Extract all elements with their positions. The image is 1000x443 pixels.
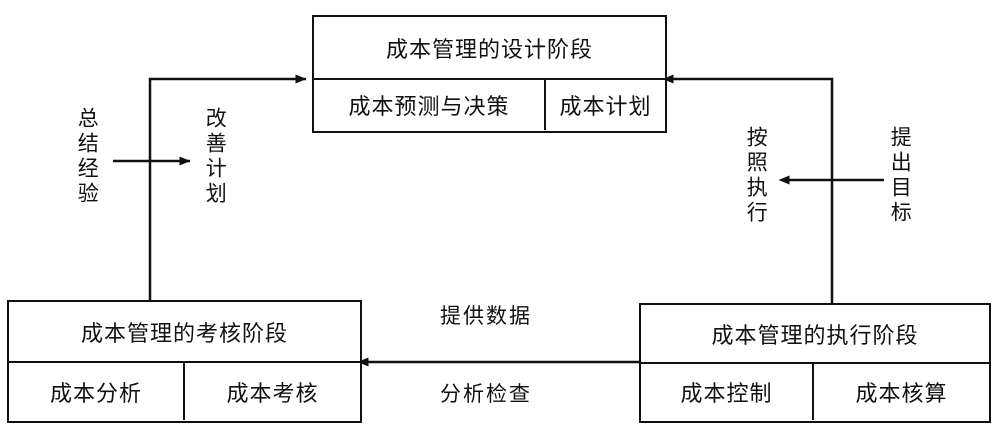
cell-cost-forecast-decision[interactable]: 成本预测与决策 — [348, 94, 510, 119]
label-propose-goals: 提出目标 — [888, 126, 913, 226]
box-design-stage-title: 成本管理的设计阶段 — [385, 36, 593, 62]
box-appraisal-stage[interactable]: 成本管理的考核阶段 成本分析 成本考核 — [7, 300, 362, 423]
cell-cost-analysis[interactable]: 成本分析 — [49, 380, 142, 406]
cell-cost-control[interactable]: 成本控制 — [680, 381, 773, 406]
box-execution-stage-cells: 成本控制 成本核算 — [641, 362, 989, 420]
label-improvement-plan: 改善计划 — [203, 107, 228, 207]
label-summarize-experience: 总结经验 — [75, 107, 100, 207]
cell-cost-accounting[interactable]: 成本核算 — [812, 364, 989, 420]
label-execute-accordingly: 按照执行 — [744, 126, 769, 226]
box-execution-stage[interactable]: 成本管理的执行阶段 成本控制 成本核算 — [639, 303, 991, 423]
box-appraisal-stage-cells: 成本分析 成本考核 — [9, 361, 360, 420]
label-analyze-inspect: 分析检查 — [440, 382, 532, 406]
box-design-stage-cells: 成本预测与决策 成本计划 — [314, 78, 665, 130]
cell-cost-plan[interactable]: 成本计划 — [544, 80, 665, 130]
wire-appraisal-to-design — [148, 74, 307, 300]
box-appraisal-stage-title: 成本管理的考核阶段 — [80, 320, 288, 346]
box-design-stage[interactable]: 成本管理的设计阶段 成本预测与决策 成本计划 — [312, 15, 667, 133]
cell-cost-appraisal[interactable]: 成本考核 — [183, 363, 360, 420]
box-execution-stage-title: 成本管理的执行阶段 — [711, 322, 919, 348]
label-provide-data: 提供数据 — [440, 304, 532, 328]
